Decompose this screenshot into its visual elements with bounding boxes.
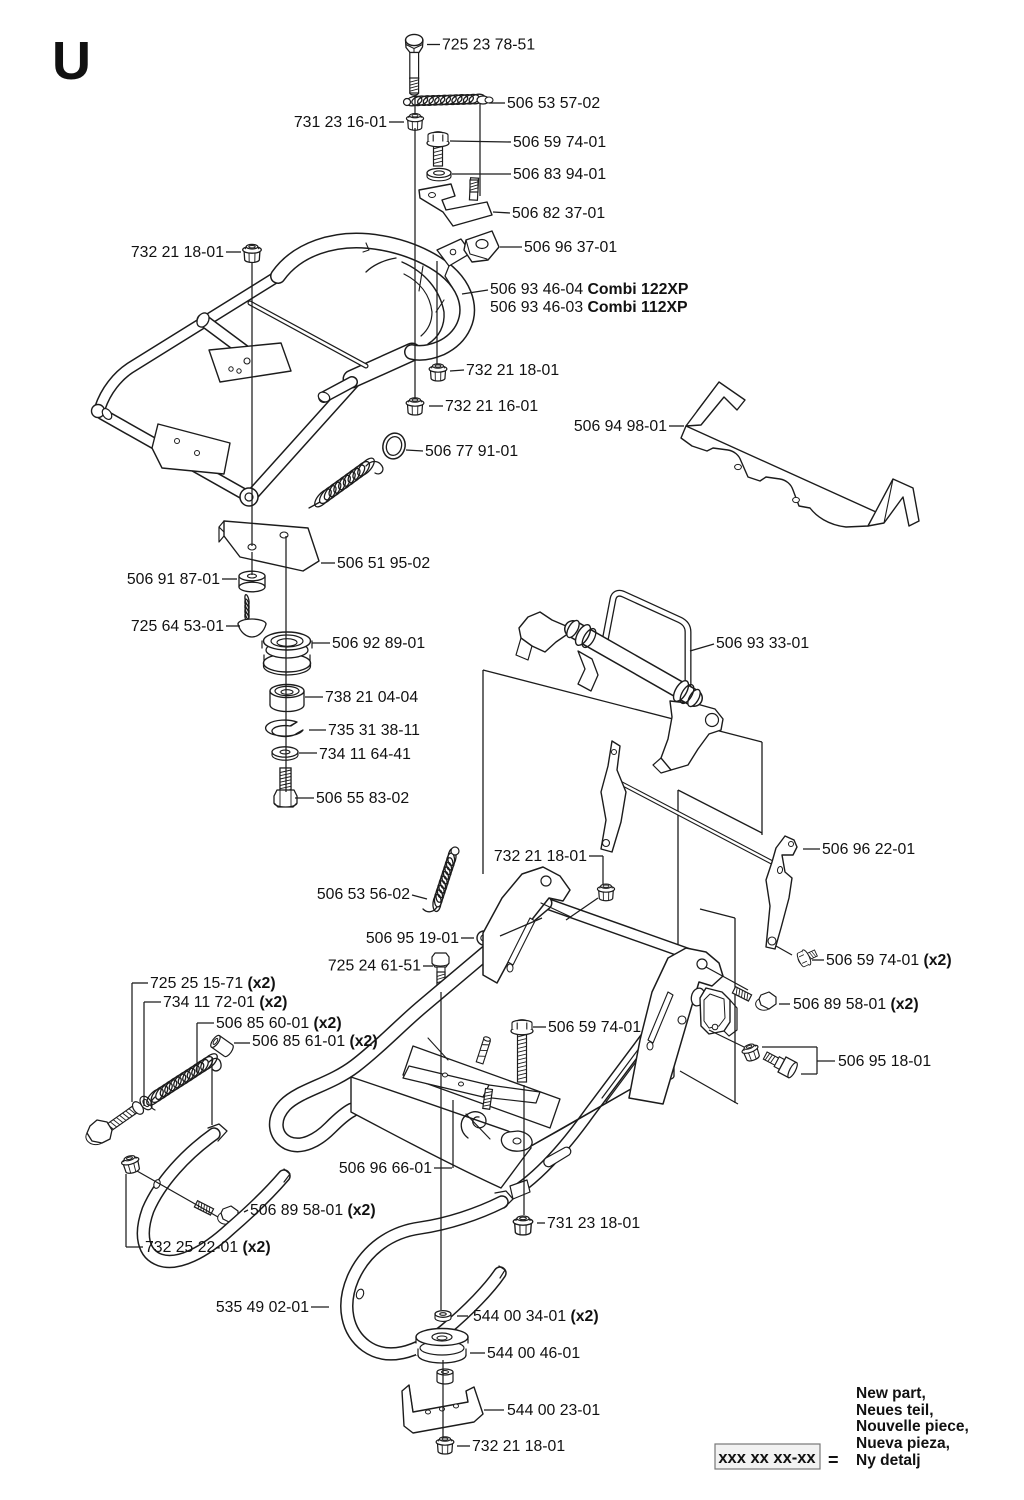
svg-text:506 95 19-01: 506 95 19-01	[366, 930, 459, 947]
svg-text:506 82 37-01: 506 82 37-01	[512, 205, 605, 222]
svg-text:506 96 22-01: 506 96 22-01	[822, 841, 915, 858]
svg-text:732 21 18-01: 732 21 18-01	[466, 362, 559, 379]
svg-text:732 21 18-01: 732 21 18-01	[131, 244, 224, 261]
svg-text:544 00 46-01: 544 00 46-01	[487, 1345, 580, 1362]
svg-text:506 55 83-02: 506 55 83-02	[316, 790, 409, 807]
svg-text:Neues teil,: Neues teil,	[856, 1402, 934, 1419]
svg-text:506 96 66-01: 506 96 66-01	[339, 1160, 432, 1177]
svg-text:506 89 58-01 (x2): 506 89 58-01 (x2)	[793, 996, 919, 1013]
svg-text:506 91 87-01: 506 91 87-01	[127, 571, 220, 588]
svg-text:506 94 98-01: 506 94 98-01	[574, 418, 667, 435]
svg-text:506 85 61-01 (x2): 506 85 61-01 (x2)	[252, 1033, 378, 1050]
svg-text:Ny detalj: Ny detalj	[856, 1452, 921, 1469]
svg-text:506 96 37-01: 506 96 37-01	[524, 239, 617, 256]
svg-text:734 11 72-01 (x2): 734 11 72-01 (x2)	[163, 994, 287, 1011]
svg-text:506 93 46-03 Combi 112XP: 506 93 46-03 Combi 112XP	[490, 299, 688, 316]
svg-text:738 21 04-04: 738 21 04-04	[325, 689, 418, 706]
svg-text:506 92 89-01: 506 92 89-01	[332, 635, 425, 652]
svg-text:506 93 33-01: 506 93 33-01	[716, 635, 809, 652]
svg-text:506 53 57-02: 506 53 57-02	[507, 95, 600, 112]
svg-text:Nueva pieza,: Nueva pieza,	[856, 1435, 950, 1452]
svg-text:506 59 74-01 (x2): 506 59 74-01 (x2)	[826, 952, 952, 969]
svg-text:535 49 02-01: 535 49 02-01	[216, 1299, 309, 1316]
svg-text:725 23 78-51: 725 23 78-51	[442, 37, 535, 54]
svg-text:506 59 74-01: 506 59 74-01	[548, 1019, 641, 1036]
svg-text:506 85 60-01 (x2): 506 85 60-01 (x2)	[216, 1015, 342, 1032]
svg-text:506 93 46-04 Combi 122XP: 506 93 46-04 Combi 122XP	[490, 281, 688, 298]
svg-text:506 95 18-01: 506 95 18-01	[838, 1053, 931, 1070]
svg-text:544 00 34-01 (x2): 544 00 34-01 (x2)	[473, 1308, 599, 1325]
svg-text:725 24 61-51: 725 24 61-51	[328, 958, 421, 975]
svg-text:506 89 58-01 (x2): 506 89 58-01 (x2)	[250, 1202, 376, 1219]
svg-text:Nouvelle piece,: Nouvelle piece,	[856, 1418, 969, 1435]
svg-text:506 83 94-01: 506 83 94-01	[513, 166, 606, 183]
svg-text:732 21 18-01: 732 21 18-01	[472, 1438, 565, 1455]
svg-text:506 51 95-02: 506 51 95-02	[337, 555, 430, 572]
svg-text:731 23 18-01: 731 23 18-01	[547, 1215, 640, 1232]
svg-text:732 21 16-01: 732 21 16-01	[445, 398, 538, 415]
svg-text:734 11 64-41: 734 11 64-41	[319, 746, 411, 763]
svg-text:725 64 53-01: 725 64 53-01	[131, 618, 224, 635]
svg-text:506 59 74-01: 506 59 74-01	[513, 134, 606, 151]
svg-text:735 31 38-11: 735 31 38-11	[328, 722, 420, 739]
svg-text:xxx xx xx-xx: xxx xx xx-xx	[718, 1449, 816, 1467]
svg-text:506 53 56-02: 506 53 56-02	[317, 886, 410, 903]
svg-text:725 25 15-71 (x2): 725 25 15-71 (x2)	[150, 975, 276, 992]
svg-text:544 00 23-01: 544 00 23-01	[507, 1402, 600, 1419]
svg-text:731 23 16-01: 731 23 16-01	[294, 114, 387, 131]
svg-text:732 25 22-01 (x2): 732 25 22-01 (x2)	[145, 1239, 271, 1256]
svg-text:U: U	[52, 31, 91, 91]
svg-text:506 77 91-01: 506 77 91-01	[425, 443, 518, 460]
svg-text:732 21 18-01: 732 21 18-01	[494, 848, 587, 865]
svg-text:=: =	[828, 1450, 839, 1470]
svg-text:New part,: New part,	[856, 1385, 926, 1402]
